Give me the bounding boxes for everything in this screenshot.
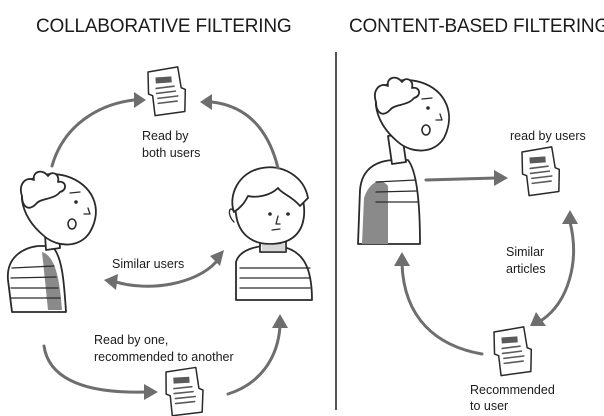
document-icon (164, 366, 206, 416)
document-icon (491, 325, 534, 377)
document-icon (145, 65, 188, 117)
person-icon (7, 170, 97, 313)
read-by-one-label-2: recommended to another (94, 350, 234, 364)
content-based-filtering-title: CONTENT-BASED FILTERING (349, 16, 604, 37)
read-by-both-label-1: Read by (142, 129, 189, 143)
arrow (400, 262, 484, 356)
arrow (210, 100, 280, 170)
similar-articles-label-2: articles (506, 262, 546, 276)
read-by-both-label-2: both users (142, 146, 200, 160)
arrow (50, 98, 136, 168)
recommended-label-2: to user (470, 399, 508, 413)
similar-users-label: Similar users (112, 257, 184, 271)
arrow (42, 344, 148, 394)
document-icon (519, 145, 562, 197)
collaborative-filtering-title: COLLABORATIVE FILTERING (36, 16, 291, 37)
arrow (226, 324, 282, 396)
read-by-users-label: read by users (510, 129, 586, 143)
arrow (540, 220, 575, 322)
person-icon (357, 76, 450, 245)
read-by-one-label-1: Read by one, (94, 333, 168, 347)
person-icon (228, 166, 313, 301)
recommended-label-1: Recommended (470, 383, 555, 397)
arrow (114, 260, 218, 288)
arrow (424, 176, 498, 182)
similar-articles-label-1: Similar (506, 245, 544, 259)
